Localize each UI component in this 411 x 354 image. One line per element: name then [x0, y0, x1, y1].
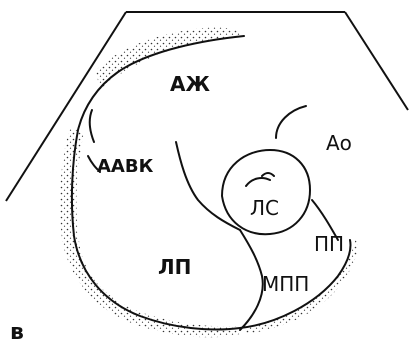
- label-ao: Ао: [326, 133, 352, 153]
- figure-letter: в: [10, 322, 24, 344]
- aorta-arc: [276, 106, 306, 138]
- label-aavk: ААВК: [97, 158, 153, 176]
- ls-valve-mark: [246, 173, 274, 186]
- ls-circle: [222, 150, 310, 234]
- label-mpp: МПП: [262, 274, 309, 294]
- label-lp: ЛП: [158, 257, 191, 277]
- aavk-curve: [90, 110, 94, 142]
- label-ls: ЛС: [250, 198, 279, 218]
- boundary-right-line: [345, 12, 408, 110]
- label-pp: ПП: [314, 234, 344, 254]
- label-azh: АЖ: [170, 74, 210, 94]
- av-groove-line: [240, 230, 263, 330]
